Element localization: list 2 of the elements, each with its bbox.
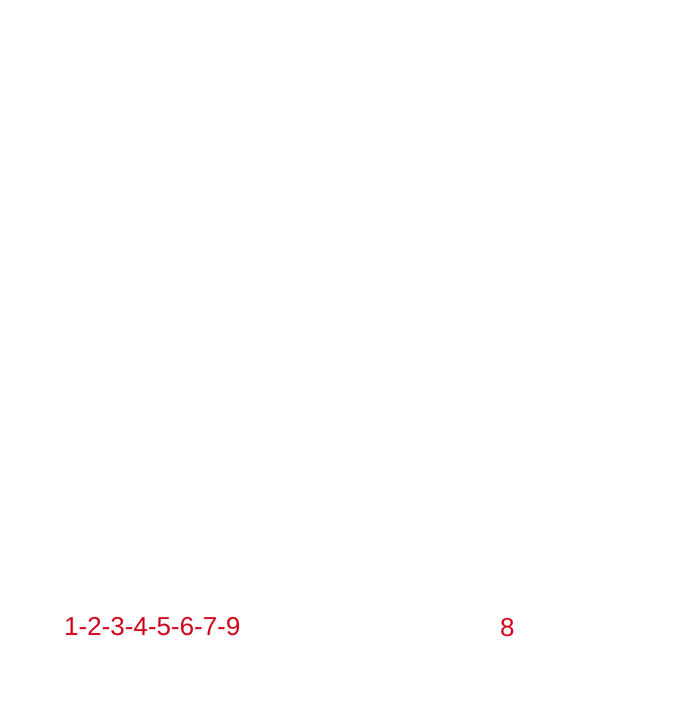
sequence-label: 1-2-3-4-5-6-7-9 xyxy=(64,613,240,639)
sequence-label: 8 xyxy=(500,614,514,640)
